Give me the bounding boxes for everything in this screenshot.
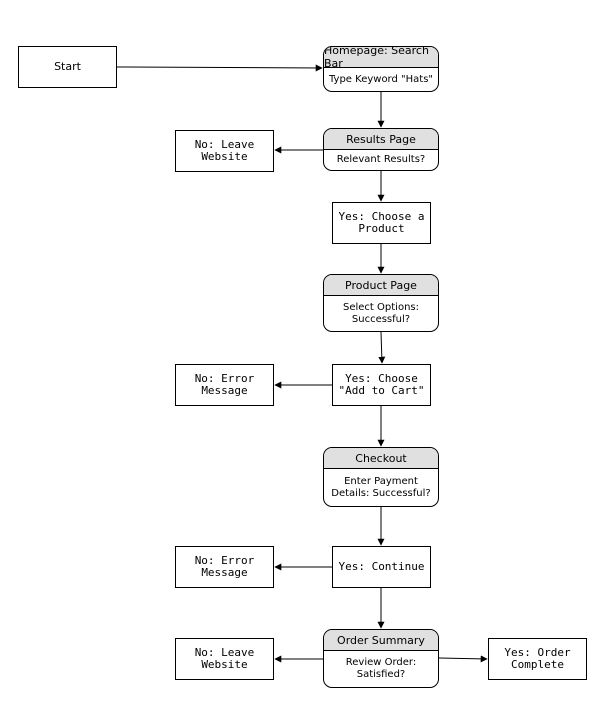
error-message-node-1: No: Error Message — [175, 364, 274, 406]
product-node-body: Select Options: Successful? — [343, 301, 419, 325]
leave-website-node-1: No: Leave Website — [175, 130, 274, 172]
product-node-title: Product Page — [324, 275, 438, 296]
order-complete-node: Yes: Order Complete — [488, 638, 587, 680]
order-summary-node: Order Summary Review Order: Satisfied? — [323, 629, 439, 688]
checkout-node: Checkout Enter Payment Details: Successf… — [323, 447, 439, 507]
arrow-product-page-to-add-cart — [378, 331, 386, 364]
add-to-cart-node: Yes: Choose "Add to Cart" — [332, 364, 431, 406]
results-node-title: Results Page — [324, 129, 438, 150]
summary-node-title: Order Summary — [324, 630, 438, 651]
checkout-node-title: Checkout — [324, 448, 438, 469]
summary-node-body: Review Order: Satisfied? — [345, 657, 417, 680]
leave-website-node-2: No: Leave Website — [175, 638, 274, 680]
results-page-node: Results Page Relevant Results? — [323, 128, 439, 171]
arrow-start-to-homepage — [116, 64, 323, 72]
homepage-node-title: Homepage: Search Bar — [324, 47, 438, 70]
product-page-node: Product Page Select Options: Successful? — [323, 274, 439, 332]
error-message-node-2: No: Error Message — [175, 546, 274, 588]
start-node: Start — [18, 46, 117, 88]
continue-node: Yes: Continue — [332, 546, 431, 588]
arrow-summary-to-complete — [438, 655, 488, 663]
checkout-node-body: Enter Payment Details: Successful? — [331, 475, 431, 499]
homepage-node-body: Type Keyword "Hats" — [328, 73, 433, 85]
homepage-search-bar-node: Homepage: Search Bar Type Keyword "Hats" — [323, 46, 439, 92]
results-node-body: Relevant Results? — [336, 154, 426, 165]
choose-product-node: Yes: Choose a Product — [332, 202, 431, 244]
